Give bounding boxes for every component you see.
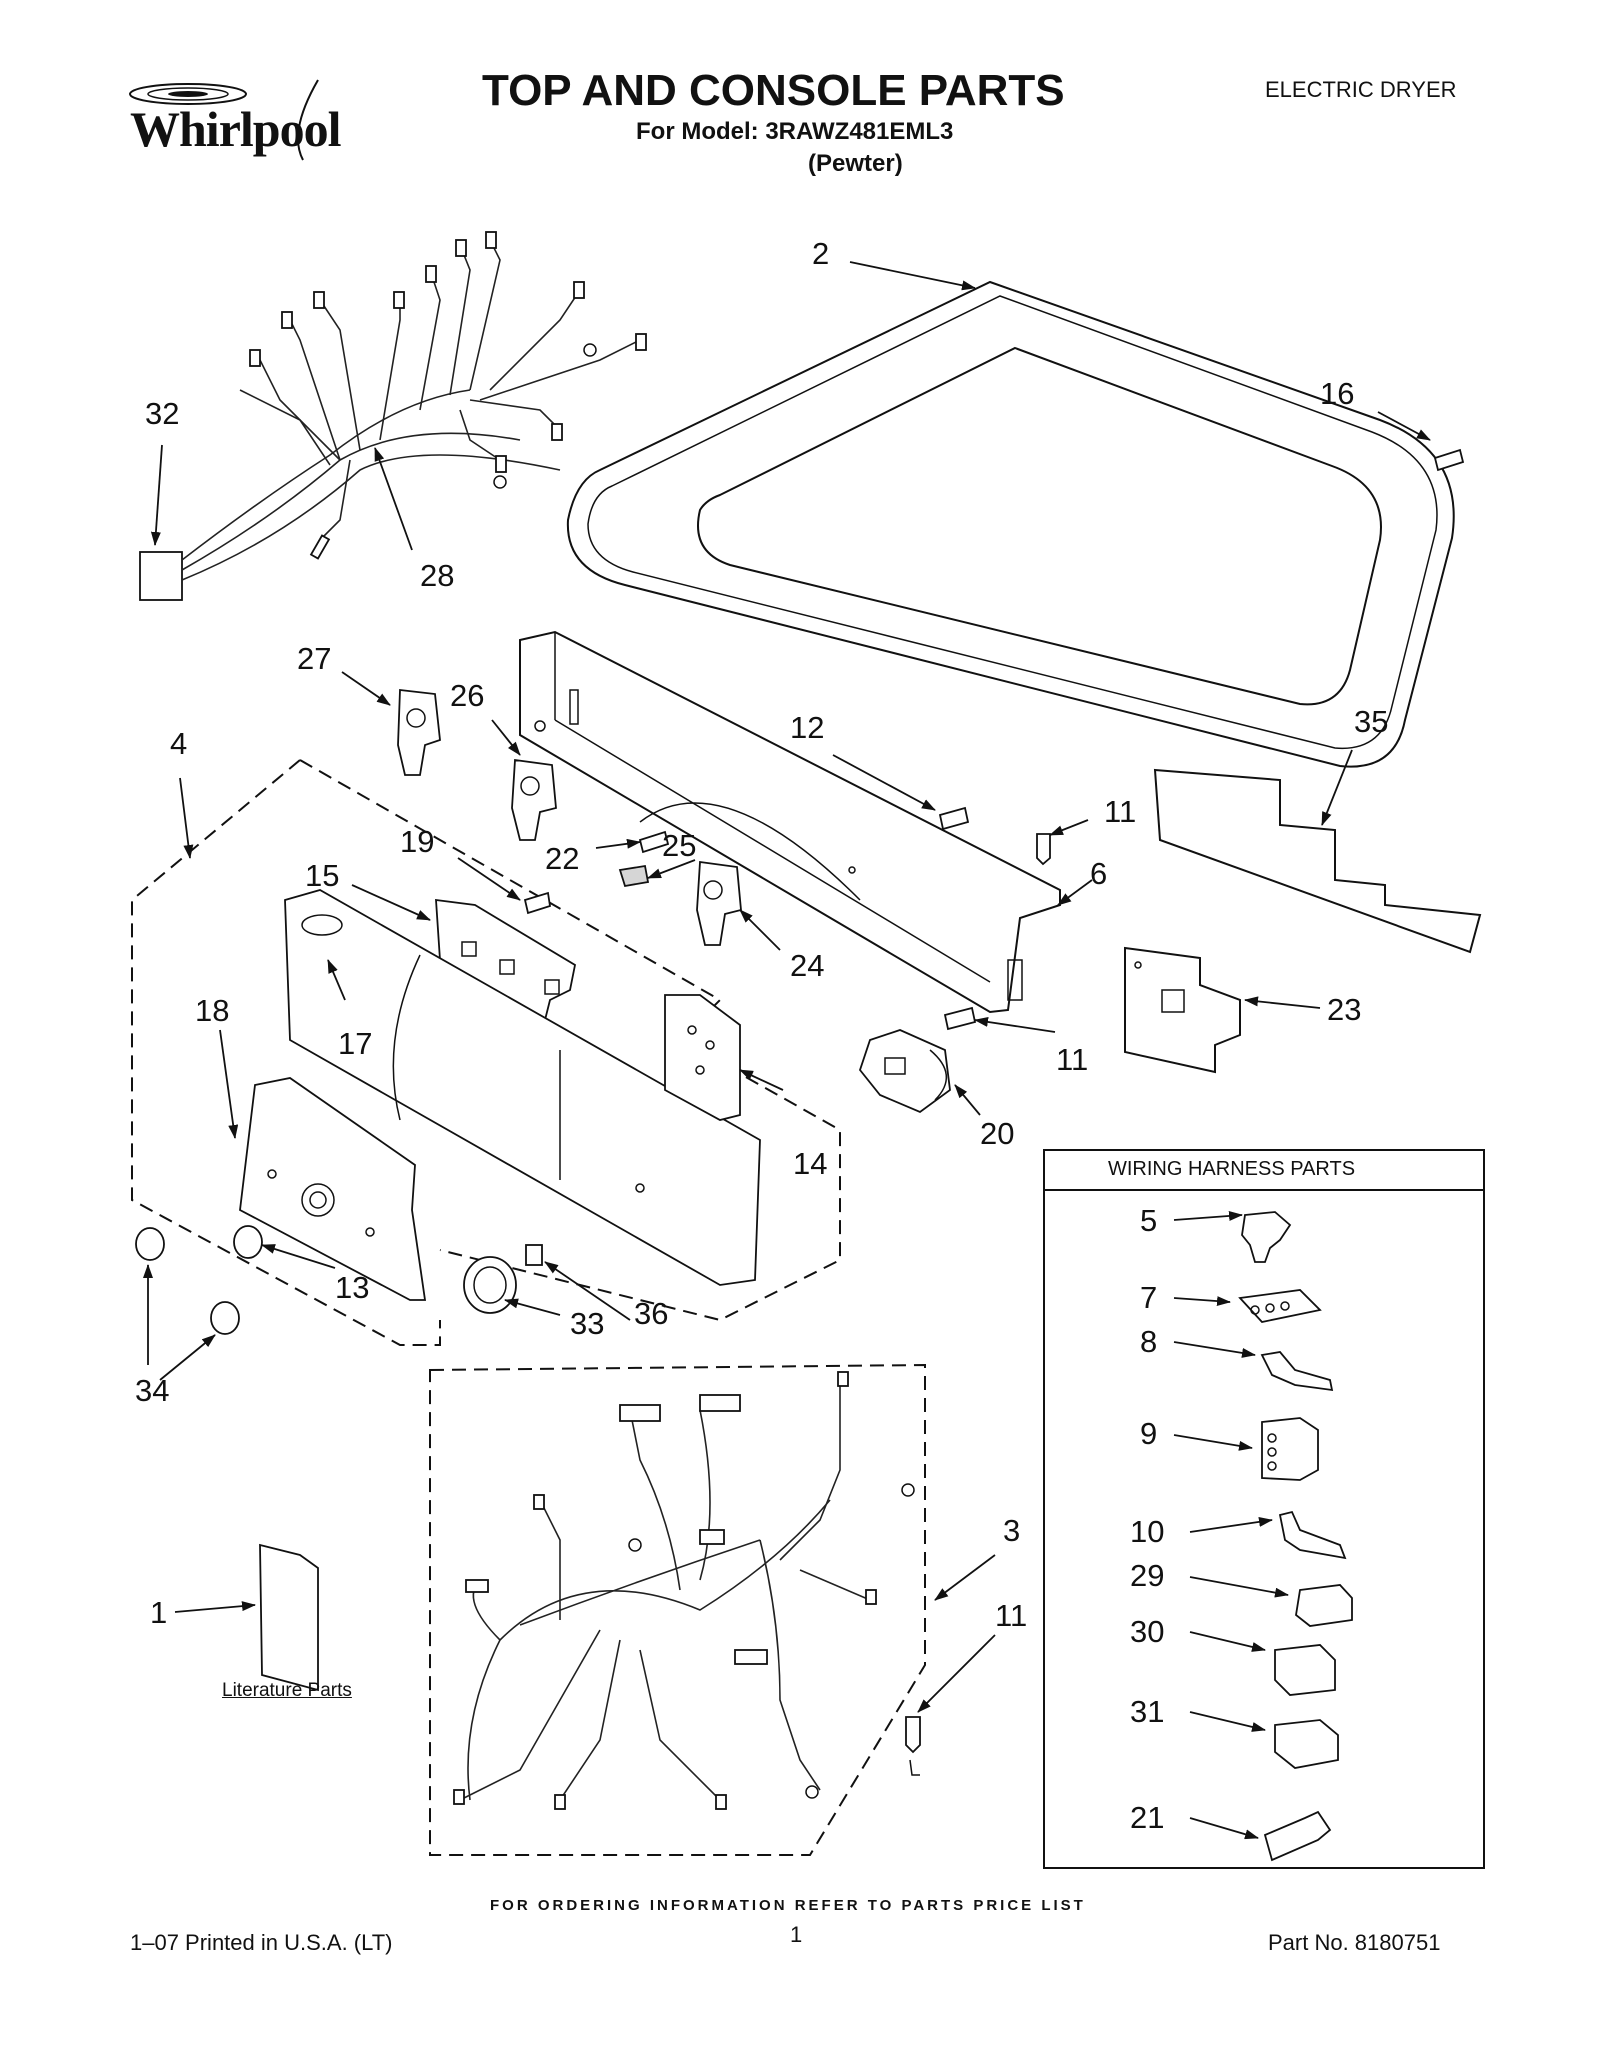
callout-27: 27: [297, 641, 332, 676]
screw-12-drawing: [938, 806, 970, 831]
page-title: TOP AND CONSOLE PARTS: [482, 66, 1065, 115]
callout-15: 15: [305, 858, 340, 893]
ordering-note: FOR ORDERING INFORMATION REFER TO PARTS …: [490, 1897, 1086, 1914]
callout-34: 34: [135, 1373, 170, 1408]
callout-10: 10: [1130, 1514, 1165, 1549]
callout-21: 21: [1130, 1800, 1165, 1835]
callout-13: 13: [335, 1270, 370, 1305]
callout-11-mid: 11: [1056, 1042, 1089, 1077]
wiring-box-title: WIRING HARNESS PARTS: [1108, 1158, 1356, 1180]
callout-8: 8: [1140, 1324, 1158, 1359]
callout-16: 16: [1320, 376, 1355, 411]
literature-drawing: [259, 1543, 319, 1692]
callout-18: 18: [195, 993, 230, 1028]
callout-33: 33: [570, 1306, 605, 1341]
callout-23: 23: [1327, 992, 1362, 1027]
console-assembly-outline: [131, 759, 441, 1346]
console-frame-drawing: [519, 630, 1061, 1014]
callout-28: 28: [420, 558, 455, 593]
main-harness-drawing: [453, 1371, 915, 1810]
harness-parts-drawings: [1238, 1211, 1353, 1862]
console-panel-drawing: [284, 889, 761, 1286]
top-panel-drawing: [566, 280, 1455, 768]
knob-holders-drawing: [397, 688, 742, 946]
callout-32: 32: [145, 396, 180, 431]
brand-logo: Whirlpool: [118, 72, 368, 162]
color-line: (Pewter): [808, 150, 903, 177]
callout-31: 31: [1130, 1694, 1165, 1729]
callout-35: 35: [1354, 704, 1389, 739]
model-line: For Model: 3RAWZ481EML3: [636, 118, 954, 145]
leader-arrows: [143, 261, 1431, 1840]
screw-16-drawing: [1433, 448, 1465, 472]
callout-24: 24: [790, 948, 825, 983]
callout-26: 26: [450, 678, 485, 713]
callout-11-top: 11: [1104, 794, 1137, 829]
callout-7: 7: [1140, 1280, 1158, 1315]
upper-harness-drawing: [139, 231, 647, 601]
printed-info: 1–07 Printed in U.S.A. (LT): [130, 1930, 393, 1955]
connector-25-drawing: [618, 864, 650, 888]
callout-20: 20: [980, 1116, 1015, 1151]
screw-19-drawing: [523, 891, 552, 915]
callout-3: 3: [1003, 1513, 1021, 1548]
page-number: 1: [790, 1922, 803, 1947]
screw-11-c-drawing: [905, 1716, 921, 1754]
callout-29: 29: [1130, 1558, 1165, 1593]
callout-12: 12: [790, 710, 825, 745]
brand-wordmark: Whirlpool: [130, 101, 341, 157]
callout-14: 14: [793, 1146, 828, 1181]
callout-4: 4: [170, 726, 188, 761]
control-board-drawing: [1124, 946, 1241, 1074]
callout-6: 6: [1090, 856, 1108, 891]
callout-25: 25: [662, 828, 697, 863]
end-cap-drawing: [239, 1077, 427, 1301]
callout-9: 9: [1140, 1416, 1158, 1451]
literature-parts-label: Literature Parts: [222, 1680, 352, 1701]
knobs-drawing: [135, 1225, 543, 1335]
overlay-14-drawing: [664, 994, 741, 1121]
wiring-box-frame: [1043, 1149, 1485, 1869]
screw-11-b-drawing: [943, 1006, 977, 1031]
callout-30: 30: [1130, 1614, 1165, 1649]
callout-17: 17: [338, 1026, 373, 1061]
callout-1: 1: [150, 1595, 168, 1630]
callout-36: 36: [634, 1296, 669, 1331]
main-harness-outline: [429, 1363, 926, 1856]
callout-11-low: 11: [995, 1598, 1028, 1633]
screw-11-a-drawing: [1036, 833, 1051, 866]
screw-22-drawing: [638, 830, 670, 854]
switch-20-drawing: [858, 1029, 951, 1114]
callout-5: 5: [1140, 1203, 1158, 1238]
product-type: ELECTRIC DRYER: [1265, 77, 1457, 102]
callout-2: 2: [812, 236, 830, 271]
callout-22: 22: [545, 841, 580, 876]
insulation-drawing: [1153, 768, 1482, 954]
callout-19: 19: [400, 824, 435, 859]
whirlpool-swirl-icon: [129, 79, 319, 161]
part-number: Part No. 8180751: [1268, 1930, 1441, 1955]
